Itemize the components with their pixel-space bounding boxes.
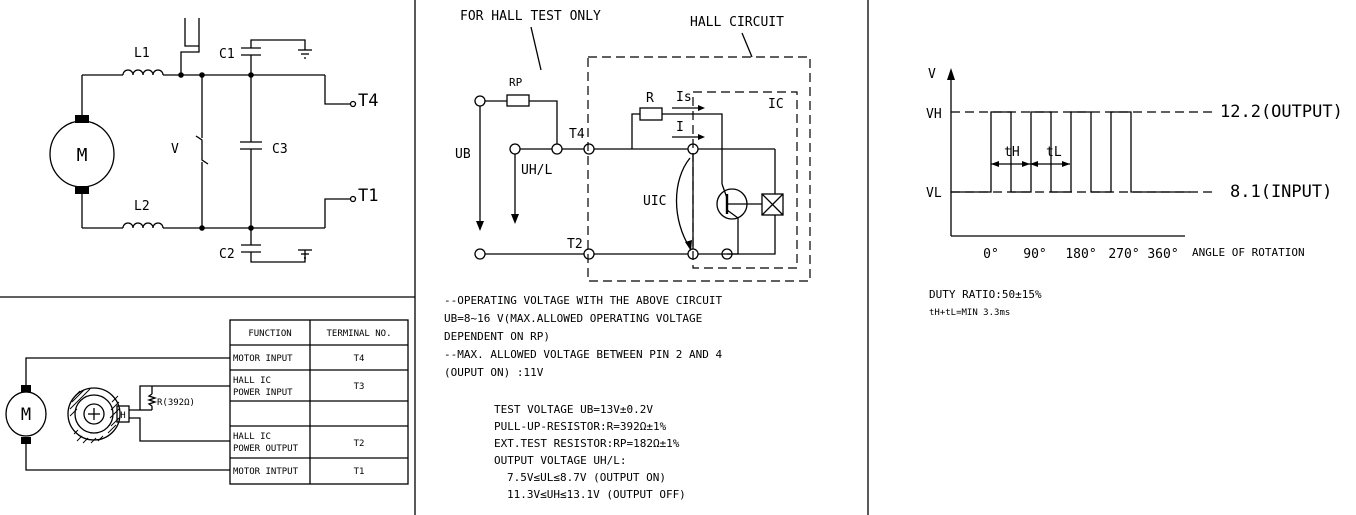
label-uic: UIC [643,194,666,209]
hall-sensor [116,405,130,423]
table-cell-function: HALL IC [233,432,271,442]
test-spec-line: 11.3V≤UH≤13.1V (OUTPUT OFF) [507,488,686,501]
label-t2: T2 [567,237,583,252]
th-label: tH [1004,145,1020,160]
label-v: V [171,142,179,157]
table-cell-function: HALL IC [233,376,271,386]
hall-test-note: FOR HALL TEST ONLY [460,9,601,24]
min-period: tH+tL=MIN 3.3ms [929,308,1010,318]
motor-symbol [49,120,115,188]
terminal-table: FUNCTION TERMINAL NO. MOTOR INPUT T4 HAL… [229,319,409,485]
note-line: (OUPUT ON) :11V [444,366,544,379]
label-i: I [676,120,684,135]
test-spec-line: TEST VOLTAGE UB=13V±0.2V [494,403,653,416]
note-line: DEPENDENT ON RP) [444,330,550,343]
table-cell-terminal: T4 [354,354,365,364]
table-cell-function: POWER OUTPUT [233,444,299,454]
hall-sensor-label: H [120,411,125,421]
note-line: --MAX. ALLOWED VOLTAGE BETWEEN PIN 2 AND… [444,348,723,361]
label-r: R [646,91,654,106]
ic-label: IC [768,97,784,112]
y-axis-label: V [928,67,936,82]
table-cell-terminal: T3 [354,382,365,392]
test-spec-line: EXT.TEST RESISTOR:RP=182Ω±1% [494,437,680,450]
terminal-t4 [583,143,595,155]
level-high-label: VH [926,107,942,122]
wiring-motor-label: M [21,405,31,425]
varistor [195,135,209,165]
test-spec-line: PULL-UP-RESISTOR:R=392Ω±1% [494,420,667,433]
pullup-resistor [146,393,158,407]
table-cell-function: POWER INPUT [233,388,293,398]
hall-circuit-title: HALL CIRCUIT [690,15,784,30]
label-l2: L2 [134,199,150,214]
motor-brush-top [75,115,89,123]
square-wave [951,111,1190,193]
terminal-t2 [583,248,595,260]
inductor-l2 [122,222,164,229]
hall-circuit-box [587,56,811,282]
inductor-l1 [122,69,164,76]
x-axis-title: ANGLE OF ROTATION [1192,246,1305,259]
table-header-function: FUNCTION [248,329,291,339]
wiring-motor-symbol [5,391,47,437]
duty-ratio: DUTY RATIO:50±15% [929,288,1042,301]
label-c2: C2 [219,247,235,262]
label-c1: C1 [219,47,235,62]
test-spec-line: 7.5V≤UL≤8.7V (OUTPUT ON) [507,471,666,484]
level-low-label: VL [926,186,942,201]
test-spec-line: OUTPUT VOLTAGE UH/L: [494,454,626,467]
resistor-rp [506,94,530,107]
motor-brush-bottom [75,186,89,194]
label-uhl: UH/L [521,163,552,178]
label-rp: RP [509,76,523,89]
x-tick-label: 180° [1065,247,1096,262]
label-ub: UB [455,147,471,162]
resistor-r [639,107,663,121]
label-l1: L1 [134,46,150,61]
thermal-switch [180,18,200,75]
label-t4-circuit: T4 [569,127,585,142]
motor-schematic: M L1 L2 V C3 [49,18,378,263]
table-cell-function: MOTOR INTPUT [233,467,299,477]
table-cell-terminal: T2 [354,439,365,449]
hall-test-circuit: FOR HALL TEST ONLY HALL CIRCUIT IC RP UB… [444,9,811,501]
x-tick-label: 90° [1023,247,1046,262]
note-line: UB=8~16 V(MAX.ALLOWED OPERATING VOLTAGE [444,312,702,325]
table-header-terminal: TERMINAL NO. [326,329,391,339]
hall-element [761,193,784,216]
motor-label: M [77,145,88,166]
terminal-t1 [349,195,357,203]
level-high-value: 12.2(OUTPUT) [1220,102,1343,122]
label-c3: C3 [272,142,288,157]
label-t4: T4 [358,91,378,111]
tl-label: tL [1046,145,1062,160]
label-t1: T1 [358,186,378,206]
table-cell-terminal: T1 [354,467,365,477]
x-tick-label: 360° [1147,247,1178,262]
terminal-t4 [349,100,357,108]
x-tick-label: 270° [1108,247,1139,262]
table-cell-function: MOTOR INPUT [233,354,293,364]
x-tick-label: 0° [983,247,999,262]
label-is: Is [676,90,692,105]
wiring-diagram: M H R(392Ω) [5,357,230,471]
ic-box [692,91,798,269]
note-line: --OPERATING VOLTAGE WITH THE ABOVE CIRCU… [444,294,723,307]
resistor-label: R(392Ω) [157,398,195,408]
uic-arrow [675,157,691,249]
level-low-value: 8.1(INPUT) [1230,182,1332,202]
output-waveform: V VH VL 12.2(OUTPUT) 8.1(INPUT) tH tL 0°… [926,67,1343,318]
